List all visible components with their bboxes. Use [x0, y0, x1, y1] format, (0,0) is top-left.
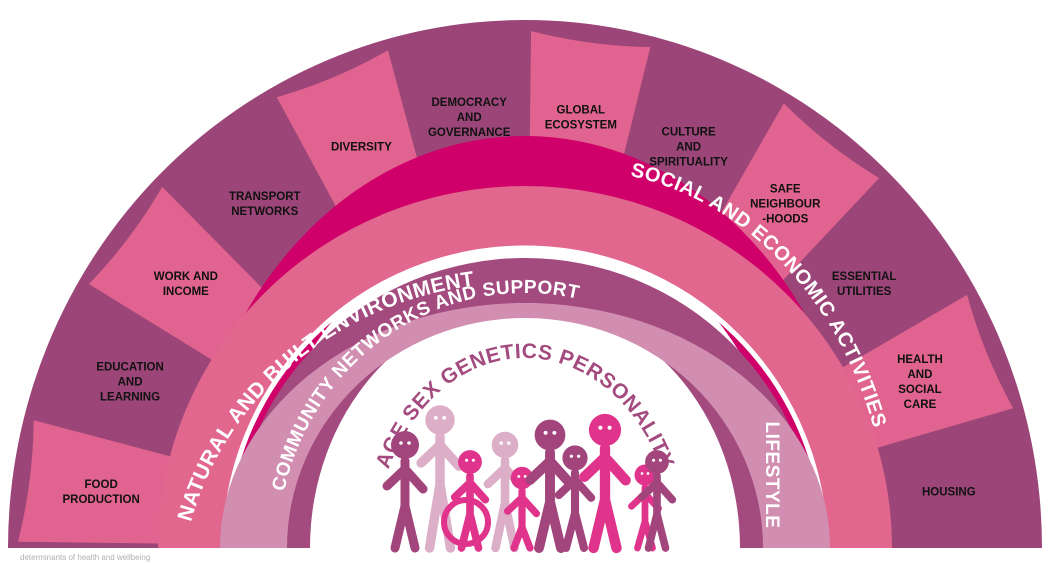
outer-segment — [36, 294, 222, 453]
person-figure — [554, 445, 596, 553]
wheelchair-icon — [441, 497, 491, 547]
outer-segment — [88, 186, 276, 369]
outer-segment-label: HOUSING — [922, 486, 976, 498]
community-networks-band — [233, 258, 817, 548]
outer-segment — [828, 294, 1014, 453]
lifestyle-band — [220, 303, 830, 548]
person-figure — [450, 450, 490, 552]
outer-segment — [862, 420, 1032, 544]
outer-segment-label: DIVERSITY — [331, 142, 392, 154]
outer-segment — [774, 186, 962, 369]
people-illustration — [382, 405, 677, 554]
outer-segment — [18, 420, 188, 544]
person-figure — [637, 450, 677, 552]
person-figure — [579, 413, 631, 554]
band-separator — [222, 245, 828, 549]
person-figure — [416, 405, 464, 553]
caption: determinants of health and wellbeing — [20, 553, 151, 562]
lifestyle-label: LIFESTYLE — [761, 422, 782, 529]
social-economic-band — [158, 186, 892, 548]
person-figure — [483, 431, 527, 553]
person-figure — [525, 419, 575, 553]
person-figure — [382, 431, 428, 553]
